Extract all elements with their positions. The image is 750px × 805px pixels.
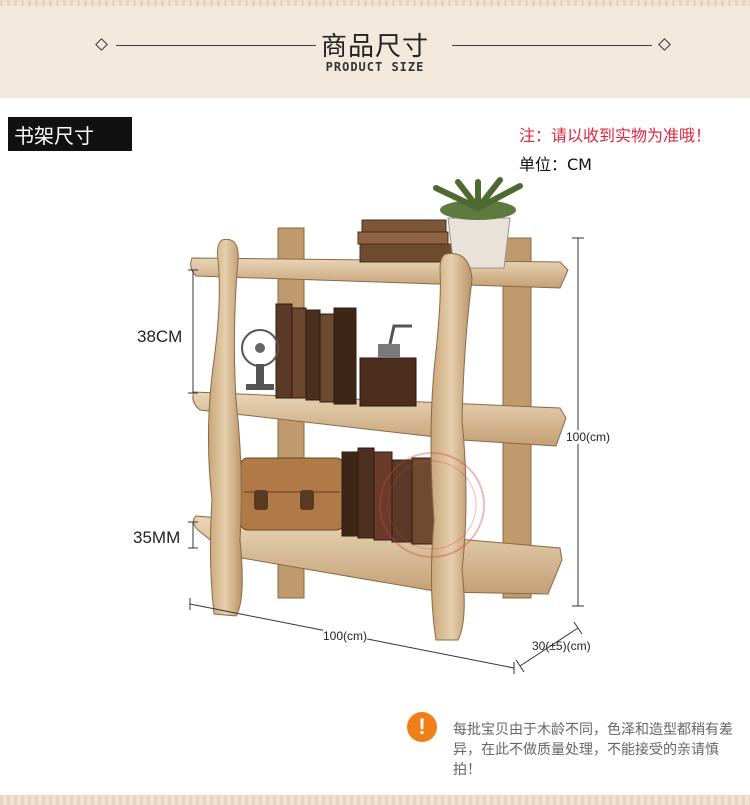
dim-line-thickness	[188, 521, 198, 549]
front-leg-left	[207, 238, 243, 617]
dim-line-depth	[515, 621, 583, 673]
suitcase	[239, 457, 345, 531]
watermark-seal	[379, 452, 485, 558]
plant	[433, 177, 523, 269]
dim-line-shelf-gap	[188, 269, 198, 394]
footer-band	[0, 795, 750, 805]
books-middle	[275, 303, 357, 405]
page-title: 商品尺寸	[320, 32, 429, 62]
unit-note: 单位：CM	[519, 155, 592, 174]
front-leg-right	[430, 253, 473, 641]
books-top	[357, 219, 453, 263]
dim-board-thickness: 35MM	[133, 528, 181, 547]
dim-line-height	[572, 237, 584, 607]
disclaimer-text: 每批宝贝由于木龄不同，色泽和造型都稍有差异，在此不做质量处理，不能接受的亲请慎拍…	[453, 722, 733, 778]
warning-icon: !	[407, 712, 437, 742]
section-label: 书架尺寸	[8, 117, 132, 151]
shelf-middle	[192, 391, 567, 447]
shelf-bottom	[192, 515, 563, 595]
header-rule-left	[116, 45, 316, 46]
header-band	[0, 0, 750, 98]
dim-width: 100(cm)	[323, 629, 368, 643]
dim-depth: 30(±5)(cm)	[532, 639, 591, 653]
reference-note: 注：请以收到实物为准哦！	[519, 126, 712, 145]
desk-fan	[241, 329, 279, 390]
dim-height: 100(cm)	[566, 430, 611, 444]
coffee-grinder	[359, 324, 417, 407]
books-bottom	[341, 447, 443, 545]
dim-shelf-gap: 38CM	[137, 327, 183, 346]
page-subtitle: PRODUCT SIZE	[325, 60, 425, 74]
header-rule-right	[452, 45, 652, 46]
